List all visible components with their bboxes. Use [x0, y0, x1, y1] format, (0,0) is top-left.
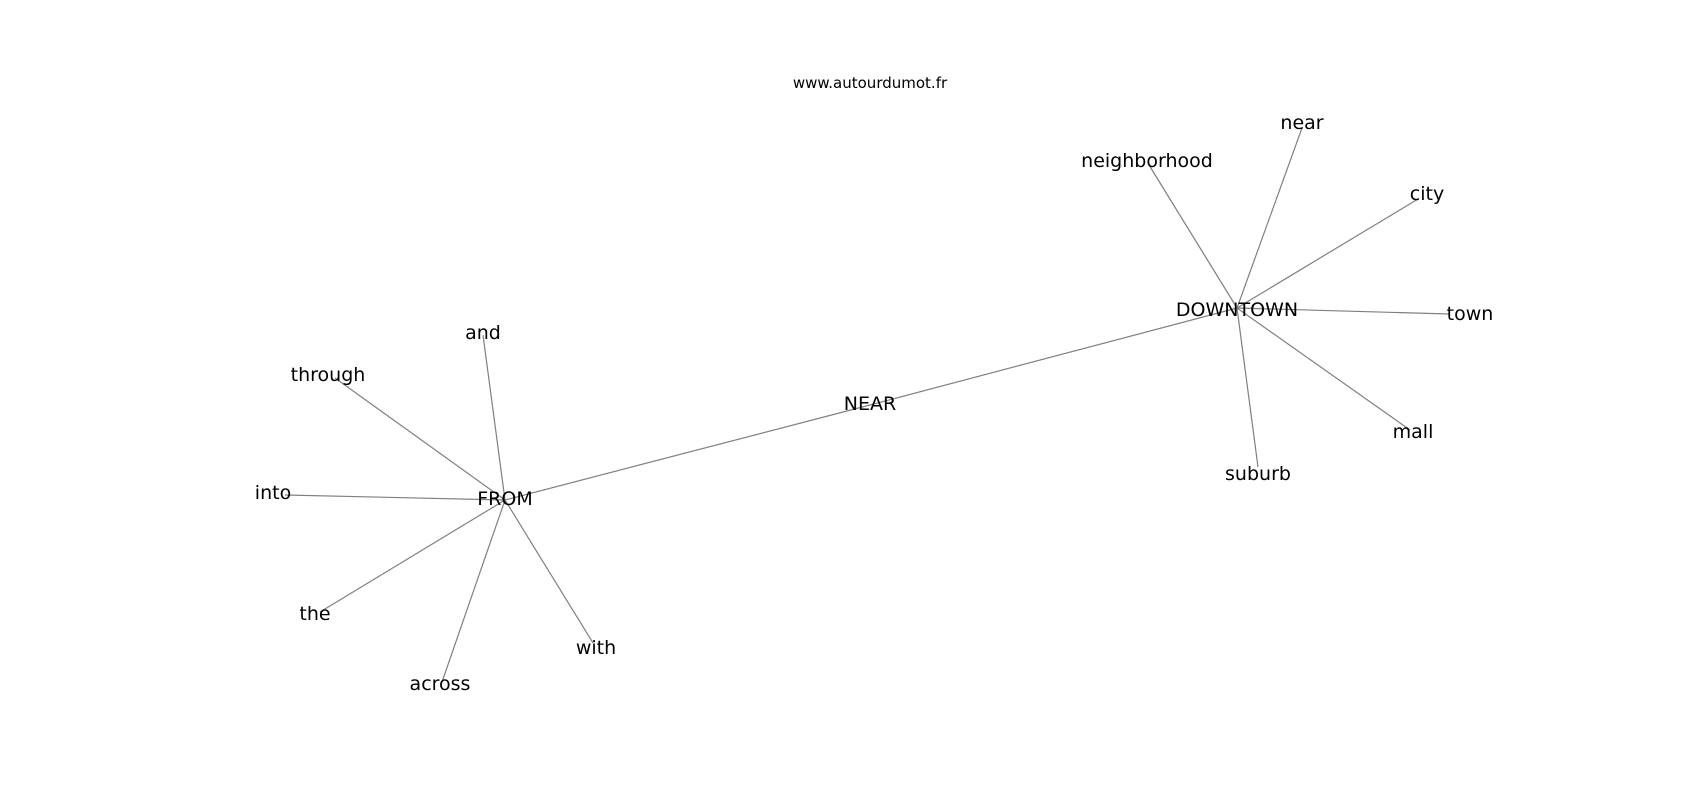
edge-from-across: [441, 499, 506, 683]
edge-downtown-neighborhood: [1148, 164, 1238, 309]
edge-from-and: [482, 334, 506, 501]
edge-from-into: [284, 494, 506, 501]
node-label-and[interactable]: and: [465, 322, 501, 344]
edge-downtown-near_w: [1236, 127, 1303, 309]
label-layer: NEAR FROM DOWNTOWN and through into the across w…: [255, 112, 1494, 695]
edge-downtown-suburb: [1236, 307, 1259, 468]
node-label-across[interactable]: across: [410, 673, 471, 695]
node-label-neighborhood[interactable]: neighborhood: [1081, 150, 1213, 172]
edge-layer: [284, 127, 1450, 683]
edge-downtown-mall: [1236, 307, 1411, 431]
edge-from-through: [334, 377, 506, 501]
node-label-near_w[interactable]: near: [1280, 112, 1323, 134]
node-label-suburb[interactable]: suburb: [1225, 463, 1291, 485]
edge-from-with: [504, 499, 594, 644]
node-label-town[interactable]: town: [1447, 303, 1494, 325]
edge-near_c-from: [504, 404, 871, 501]
source-watermark: www.autourdumot.fr: [793, 74, 948, 92]
node-label-mall[interactable]: mall: [1393, 421, 1434, 443]
edge-near_c-downtown: [869, 307, 1238, 406]
edge-from-the: [319, 499, 506, 613]
node-label-downtown[interactable]: DOWNTOWN: [1176, 299, 1298, 321]
edge-downtown-town: [1236, 307, 1450, 315]
node-label-city[interactable]: city: [1410, 183, 1444, 205]
node-label-the[interactable]: the: [299, 603, 330, 625]
node-label-near_c[interactable]: NEAR: [844, 393, 896, 415]
node-label-into[interactable]: into: [255, 482, 291, 504]
edge-downtown-city: [1236, 198, 1419, 309]
node-label-from[interactable]: FROM: [477, 488, 532, 510]
node-label-with[interactable]: with: [576, 637, 616, 659]
node-label-through[interactable]: through: [291, 364, 366, 386]
